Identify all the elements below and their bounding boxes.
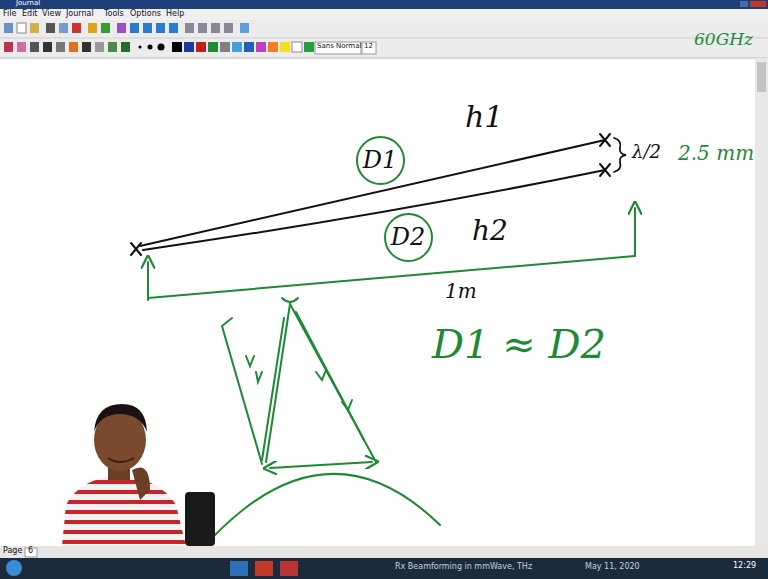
menu-item: Tools <box>104 10 124 19</box>
path-sketch <box>131 134 635 300</box>
menu-item: Help <box>166 10 184 19</box>
circled-label: D2 <box>384 213 433 262</box>
channel-label: h2 <box>472 216 508 247</box>
dimension: 2.5 mm <box>678 142 754 164</box>
menu-item: View <box>42 10 61 19</box>
taskbar-title: Rx Beamforming in mmWave, THz <box>395 563 532 572</box>
taskbar-date: May 11, 2020 <box>585 563 640 572</box>
reflection-sketch <box>215 298 440 535</box>
node-text: D2 <box>391 224 426 250</box>
node-text: D1 <box>363 147 398 173</box>
frequency-note: 60GHz <box>694 30 753 49</box>
toolbar-icons <box>4 23 376 54</box>
font-name: Sans Normal <box>317 43 361 51</box>
presenter-video <box>62 404 215 546</box>
menu-item: Journal <box>66 10 94 19</box>
menu-item: File <box>3 10 16 19</box>
window-title: Journal <box>16 0 40 8</box>
font-size: 12 <box>364 43 373 51</box>
clock: 12:29 <box>733 562 756 571</box>
page-number: 6 <box>28 547 33 556</box>
spacing-label: λ/2 <box>632 142 661 162</box>
channel-label: h1 <box>465 100 503 133</box>
menu-item: Edit <box>22 10 38 19</box>
equation: D1 ≈ D2 <box>432 322 606 366</box>
menu-item: Options <box>130 10 161 19</box>
dimension: 1m <box>445 280 477 302</box>
page-label: Page <box>3 547 22 556</box>
circled-label: D1 <box>356 136 405 185</box>
